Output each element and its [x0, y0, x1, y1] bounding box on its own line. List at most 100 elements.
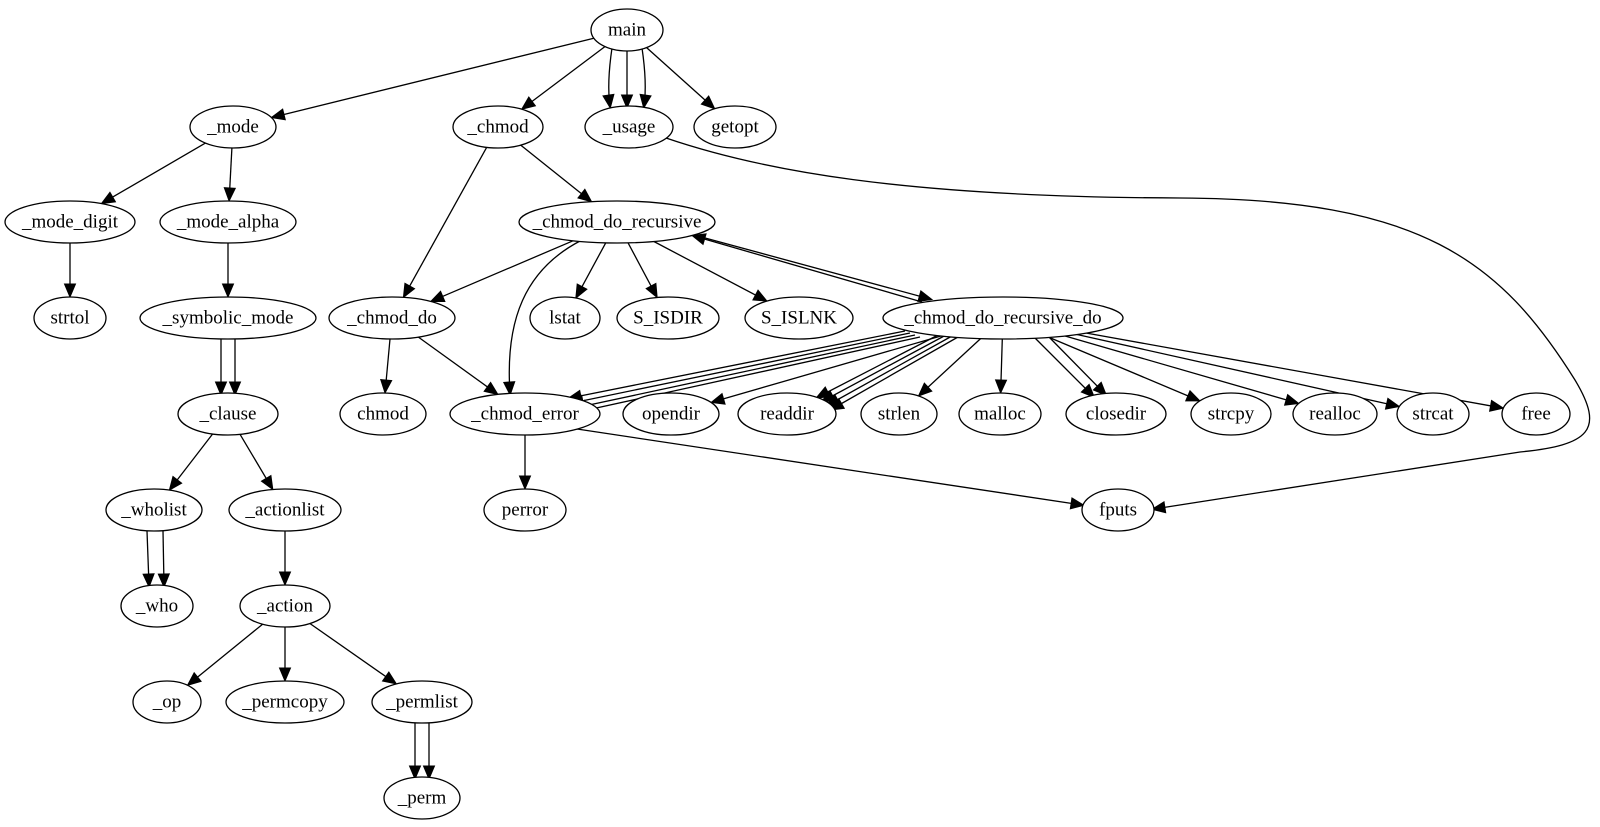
edge-arrowhead [518, 475, 532, 491]
node-s-islnk: S_ISLNK [744, 296, 854, 340]
node-usage: _usage [584, 105, 674, 149]
node-label: _mode_digit [21, 212, 119, 233]
node-ellipse [529, 296, 601, 340]
node-permlist: _permlist [371, 680, 473, 724]
edge-chmod_do_recursive-to-lstat [575, 242, 607, 300]
node-label: _permcopy [241, 692, 328, 713]
node-ellipse [239, 584, 331, 628]
node-lstat: lstat [529, 296, 601, 340]
edge-arrowhead [422, 765, 436, 781]
node-label: lstat [549, 308, 581, 329]
edge-arrowhead [620, 94, 634, 110]
edge-chmod_do_recursive_do-to-malloc [994, 338, 1008, 395]
edge-line [822, 334, 947, 402]
node-label: getopt [711, 117, 759, 138]
edge-arrowhead [63, 283, 77, 299]
edge-line [102, 142, 206, 204]
node-ellipse [33, 296, 107, 340]
edge-chmod_do_recursive_do-to-realloc [1064, 335, 1300, 406]
edge-chmod-to-chmod_do_recursive [520, 144, 593, 203]
node-ellipse [693, 105, 777, 149]
edge-line [653, 240, 766, 301]
edge-main-to-chmod [520, 46, 606, 110]
edge-permlist-to-perm [408, 723, 422, 781]
edge-arrowhead [228, 381, 242, 397]
edge-arrowhead [1080, 383, 1096, 399]
edge-arrowhead [100, 191, 117, 205]
node-actionlist: _actionlist [228, 488, 342, 532]
node-ellipse [225, 680, 345, 724]
node-label: _usage [602, 117, 656, 138]
node-free: free [1501, 392, 1571, 436]
edge-clause-to-actionlist [239, 434, 274, 491]
edge-arrowhead [214, 381, 228, 397]
node-ellipse [371, 680, 473, 724]
edge-chmod_error-to-perror [518, 435, 532, 491]
node-realloc: realloc [1292, 392, 1378, 436]
edge-arrowhead [639, 93, 652, 110]
edge-arrowhead [502, 381, 516, 397]
node-who: _who [120, 584, 194, 628]
node-ellipse [105, 488, 203, 532]
edge-chmod_do_recursive-to-chmod_error [502, 240, 581, 397]
node-ellipse [584, 105, 674, 149]
edge-arrowhead [221, 283, 235, 299]
node-wholist: _wholist [105, 488, 203, 532]
edge-arrowhead [700, 95, 716, 110]
node-ellipse [622, 392, 720, 436]
node-label: _mode_alpha [176, 212, 280, 233]
edge-line [693, 234, 931, 300]
edge-line [646, 47, 714, 108]
node-label: closedir [1086, 404, 1147, 425]
node-closedir: closedir [1065, 392, 1167, 436]
edge-chmod_do_recursive_do-to-chmod_do_recursive [690, 233, 923, 303]
node-permcopy: _permcopy [225, 680, 345, 724]
edge-arrowhead [645, 282, 658, 299]
edge-chmod_do-to-chmod [380, 338, 393, 395]
node-ellipse [483, 488, 567, 532]
node-ellipse [449, 392, 601, 436]
node-label: _chmod_do_recursive_do [903, 308, 1101, 329]
edge-line [831, 336, 959, 410]
edge-mode-to-mode_alpha [223, 147, 237, 203]
node-label: _mode [206, 117, 259, 138]
edge-main-to-usage [620, 51, 634, 110]
edge-line [712, 335, 942, 403]
edge-chmod_do_recursive_do-to-strcpy [1048, 336, 1202, 402]
edge-arrowhead [429, 290, 446, 302]
node-label: _clause [199, 404, 257, 425]
edge-arrowhead [602, 93, 615, 110]
edge-arrowhead [917, 289, 934, 303]
edge-main-to-usage [602, 47, 615, 110]
edge-arrowhead [278, 667, 292, 683]
edge-wholist-to-who [142, 530, 155, 589]
node-label: fputs [1099, 500, 1137, 521]
node-label: _wholist [120, 500, 187, 521]
node-label: _action [256, 596, 313, 617]
edge-arrowhead [577, 188, 593, 203]
edge-line [571, 332, 911, 404]
node-label: _who [135, 596, 178, 617]
edge-arrowhead [278, 571, 292, 587]
node-chmod-do-recursive-do: _chmod_do_recursive_do [882, 296, 1124, 340]
node-label: strcpy [1208, 404, 1255, 425]
edge-wholist-to-who [157, 530, 171, 589]
node-label: _op [152, 692, 182, 713]
node-strlen: strlen [860, 392, 938, 436]
edge-line [817, 333, 941, 398]
edge-chmod_do_recursive-to-chmod_do [429, 240, 574, 302]
edge-line [1064, 335, 1297, 404]
edge-chmod_do_recursive-to-S_ISLNK [653, 240, 769, 302]
edge-line [508, 240, 581, 394]
edge-arrowhead [994, 379, 1008, 395]
edge-main-to-getopt [646, 47, 716, 110]
edge-line [827, 335, 953, 406]
edge-line [309, 622, 396, 684]
node-ellipse [1081, 488, 1155, 532]
edge-chmod_error-to-fputs [576, 428, 1086, 510]
node-label: _symbolic_mode [162, 308, 294, 329]
node-label: main [608, 20, 646, 41]
node-label: chmod [357, 404, 409, 425]
edge-arrowhead [575, 283, 588, 300]
